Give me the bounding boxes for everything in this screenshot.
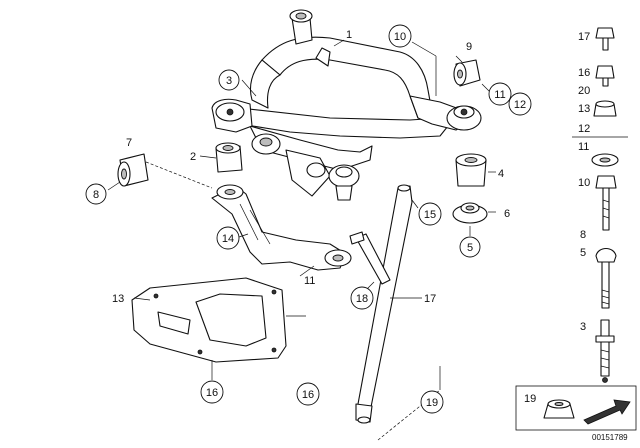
leader-lines (107, 39, 496, 441)
side-label-20: 20 (578, 85, 590, 97)
strut-brace (211, 184, 352, 271)
side-label-12: 12 (578, 123, 590, 135)
bushing-part-4 (455, 153, 487, 187)
callout-4: 4 (498, 168, 504, 180)
side-label-11: 11 (578, 141, 589, 153)
svg-text:3: 3 (226, 75, 232, 87)
callout-11: 11 (488, 82, 512, 106)
callout-2: 2 (190, 151, 196, 163)
callout-1: 1 (346, 29, 352, 41)
side-label-16: 16 (578, 67, 590, 79)
bushing-part-2 (215, 142, 243, 173)
callout-16-strut: 15 (418, 202, 442, 226)
callout-16-lower: 16 (296, 382, 320, 406)
svg-text:16: 16 (302, 389, 314, 401)
callout-18: 17 (424, 293, 436, 305)
callout-10: 10 (388, 24, 412, 48)
svg-text:5: 5 (467, 242, 473, 254)
callout-20: 19 (420, 390, 444, 414)
washer-part-6 (452, 202, 488, 224)
svg-text:19: 19 (426, 397, 438, 409)
callout-12: 12 (508, 92, 532, 116)
callout-7: 7 (126, 137, 132, 149)
bushing-part-7 (117, 153, 149, 187)
side-label-10: 10 (578, 177, 590, 189)
svg-text:8: 8 (93, 189, 99, 201)
callout-3: 3 (218, 69, 240, 91)
inset-box: 19 00151789 (515, 385, 637, 442)
callout-13: 11 (304, 275, 315, 287)
callouts: 1 2 4 6 7 9 11 13 17 3 5 8 10 11 (85, 24, 532, 414)
direction-arrow-icon (583, 399, 631, 425)
callout-5: 5 (459, 236, 481, 258)
svg-text:14: 14 (222, 233, 234, 245)
side-label-8: 8 (580, 229, 586, 241)
callout-19: 18 (350, 286, 374, 310)
hardware-labels: 17 16 20 13 12 11 10 8 5 3 (578, 31, 590, 333)
callout-8: 8 (85, 183, 107, 205)
side-label-3: 3 (580, 321, 586, 333)
bushing-part-9 (453, 59, 481, 87)
side-label-5: 5 (580, 247, 586, 259)
hardware-column (572, 27, 628, 383)
svg-text:18: 18 (356, 293, 368, 305)
doc-number: 00151789 (592, 433, 628, 442)
callout-9: 9 (466, 41, 472, 53)
inset-label-19: 19 (524, 393, 536, 405)
callout-6: 6 (504, 208, 510, 220)
shield-plate (131, 277, 287, 363)
long-strut (355, 184, 413, 424)
bracket-part-19 (349, 231, 391, 285)
side-label-17: 17 (578, 31, 590, 43)
svg-text:15: 15 (424, 209, 436, 221)
callout-14: 14 (216, 226, 240, 250)
axle-carrier (211, 9, 482, 201)
side-label-13: 13 (578, 103, 590, 115)
svg-text:11: 11 (494, 89, 505, 101)
callout-15: 13 (112, 293, 124, 305)
svg-text:12: 12 (514, 99, 526, 111)
callout-17: 16 (200, 380, 224, 404)
svg-text:10: 10 (394, 31, 406, 43)
svg-text:16: 16 (206, 387, 218, 399)
